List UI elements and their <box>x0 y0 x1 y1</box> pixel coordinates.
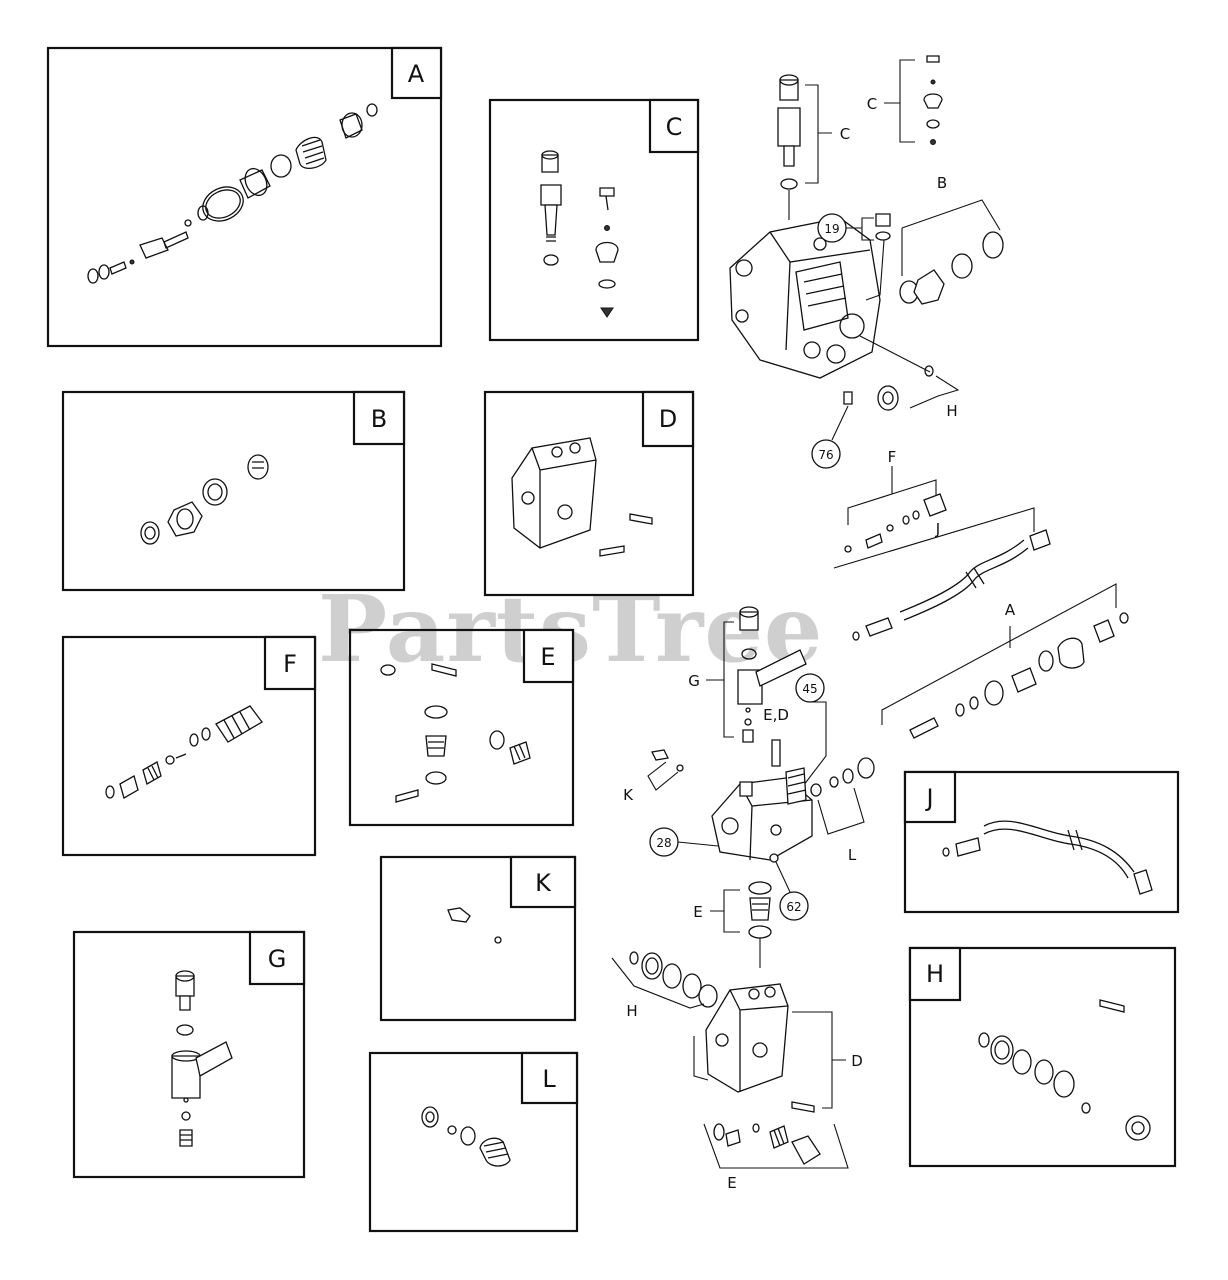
inset-g-parts <box>171 970 233 1147</box>
inset-f-parts <box>105 705 263 799</box>
inset-j[interactable]: J <box>903 770 1180 914</box>
callout-h-lower: H <box>626 1002 637 1020</box>
inset-e-label: E <box>540 643 555 671</box>
inset-k-label: K <box>535 869 552 897</box>
inset-d-parts <box>511 437 653 557</box>
callout-k: K <box>623 786 634 804</box>
inset-k[interactable]: K <box>379 855 577 1022</box>
inset-f[interactable]: F <box>61 635 317 857</box>
inset-b-label: B <box>371 405 387 433</box>
inset-j-parts <box>942 820 1153 895</box>
callout-l: L <box>848 846 857 864</box>
inset-h-label: H <box>926 960 944 988</box>
inset-a-label: A <box>408 60 425 88</box>
callout-j: J <box>935 520 940 538</box>
callout-e-lower: E <box>727 1174 736 1192</box>
callout-c-right: C <box>867 95 877 113</box>
callout-45: 45 <box>802 682 817 696</box>
inset-b[interactable]: B <box>61 390 406 592</box>
callout-b-upper: B <box>937 174 947 192</box>
inset-c-label: C <box>666 113 683 141</box>
inset-d[interactable]: D <box>483 390 695 597</box>
inset-e[interactable]: E <box>348 628 575 827</box>
inset-l-parts <box>421 1106 511 1167</box>
manifold-middle <box>711 767 813 861</box>
inset-d-label: D <box>659 405 677 433</box>
callout-c-upper: C <box>840 125 850 143</box>
inset-a-parts <box>87 103 378 284</box>
callout-e-mid: E <box>693 903 702 921</box>
callout-ed: E,D <box>763 706 789 724</box>
callout-62: 62 <box>786 900 801 914</box>
inset-j-label: J <box>924 784 933 812</box>
callout-g: G <box>688 672 700 690</box>
inset-c[interactable]: C <box>488 98 700 342</box>
callout-d: D <box>851 1052 863 1070</box>
callout-76: 76 <box>818 448 833 462</box>
inset-g[interactable]: G <box>72 930 306 1179</box>
manifold-lower <box>705 983 815 1113</box>
inset-a[interactable]: A <box>46 46 443 348</box>
inset-g-label: G <box>268 945 287 973</box>
inset-k-parts <box>447 907 502 944</box>
inset-b-parts <box>140 454 269 545</box>
main-assembly: C C 19 B <box>611 55 1129 1192</box>
callout-19: 19 <box>824 222 839 236</box>
inset-h-parts <box>978 999 1151 1141</box>
inset-l[interactable]: L <box>368 1051 579 1233</box>
inset-l-label: L <box>542 1065 556 1093</box>
inset-h[interactable]: H <box>908 946 1177 1168</box>
pump-housing-upper <box>729 217 881 379</box>
callout-28: 28 <box>656 836 671 850</box>
callout-h-upper: H <box>946 402 957 420</box>
inset-e-parts <box>380 663 531 803</box>
callout-a: A <box>1005 601 1016 619</box>
inset-f-label: F <box>283 650 297 678</box>
inset-c-parts <box>540 150 619 318</box>
callout-f: F <box>888 448 897 466</box>
